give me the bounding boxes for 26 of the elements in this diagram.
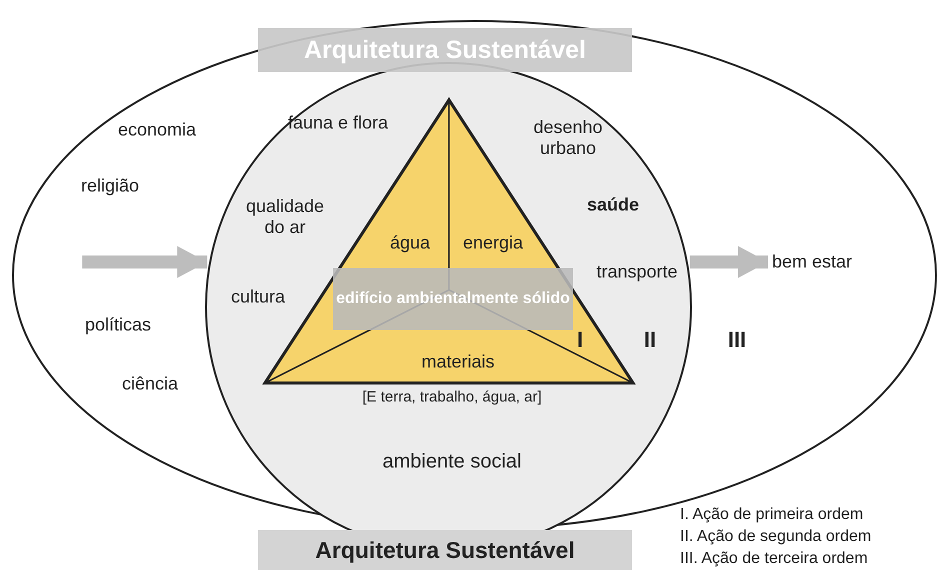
circle-label: ambiente social: [382, 450, 522, 474]
arrow: [690, 246, 768, 278]
factor-label: cultura: [230, 286, 286, 308]
legend-text: II. Ação de segunda ordem: [680, 528, 872, 546]
legend-text: I. Ação de primeira ordem: [680, 506, 864, 524]
factor-label: desenho urbano: [532, 117, 604, 159]
order-numeral: III: [728, 327, 746, 353]
order-numeral: I: [576, 327, 584, 353]
outcome-label: bem estar: [772, 252, 852, 272]
factor-label: políticas: [84, 314, 152, 336]
factor-label: qualidade do ar: [244, 196, 326, 238]
arrow: [82, 246, 208, 278]
center-banner: edifício ambientalmente sólido: [333, 268, 573, 330]
factor-label: transporte: [596, 262, 678, 282]
section-label: água: [390, 232, 430, 254]
section-label: energia: [462, 232, 524, 254]
section-label: materiais: [421, 352, 495, 372]
factor-label: economia: [118, 120, 196, 140]
factor-label: fauna e flora: [288, 112, 388, 134]
legend-text: III. Ação de terceira ordem: [680, 550, 868, 568]
factor-label: ciência: [122, 374, 178, 394]
caption-text: [E terra, trabalho, água, ar]: [362, 388, 542, 406]
caption-banner: Arquitetura Sustentável: [258, 530, 632, 570]
factor-label: religião: [80, 176, 140, 196]
factor-label: saúde: [586, 194, 640, 216]
order-numeral: II: [644, 327, 656, 353]
